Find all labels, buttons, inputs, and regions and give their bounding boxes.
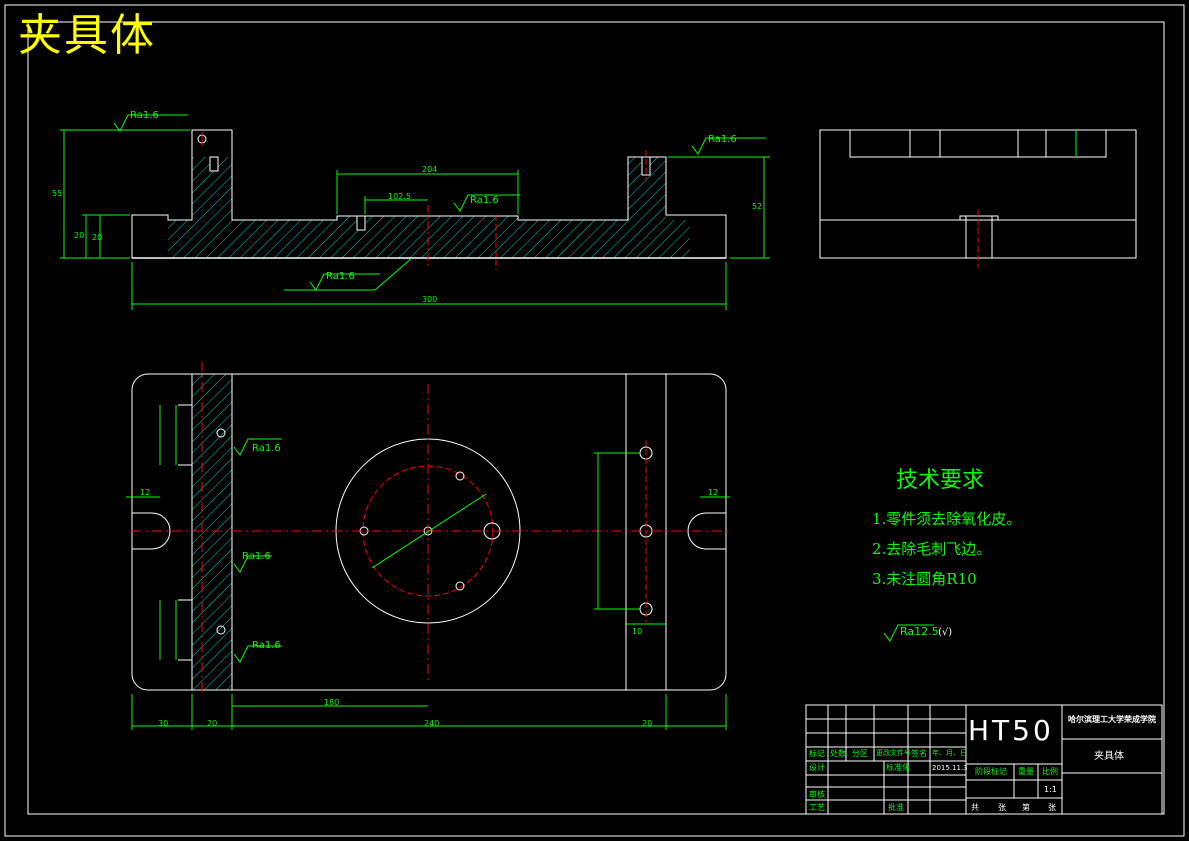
tb-scale-value: 1:1 [1044,785,1057,794]
requirement-item: 2.去除毛刺飞边。 [872,540,992,558]
dimension-label: 102.5 [388,192,411,201]
tb-label-scale: 比例 [1042,767,1058,776]
material-label: HT50 [968,714,1054,747]
roughness-label: Ra1.6 [242,551,271,562]
tb-label-total: 共 [971,803,979,812]
dimension-label: 240 [424,719,440,728]
dimension-label: 52 [752,202,763,211]
tb-label-sign: 签名 [911,749,927,758]
general-roughness-suffix: (√) [938,627,953,638]
requirement-item: 1.零件须去除氧化皮。 [872,510,1022,528]
school-name: 哈尔滨理工大学荣成学院 [1068,715,1156,724]
tb-label-process: 工艺 [809,803,825,812]
tb-label-sheets: 张 [998,803,1006,812]
dimension-label: 300 [422,295,438,304]
roughness-label: Ra1.6 [252,443,281,454]
tb-label-standardize: 标准化 [886,763,910,772]
requirement-item: 3.未注圆角R10 [872,570,977,588]
roughness-label: Ra1.6 [326,271,355,282]
part-name: 夹具体 [1094,751,1124,762]
tb-label-change-doc: 更改文件号 [876,749,911,757]
front-section-view [131,129,727,270]
tb-label-zone: 分区 [852,749,868,758]
front-outline [131,129,727,259]
tb-label-approve: 批准 [888,803,904,812]
roughness-label: Ra1.6 [470,195,499,206]
tb-label-sheet: 张 [1048,803,1056,812]
front-roughness-symbols [113,114,766,291]
dimension-label: 30 [158,719,169,728]
dimension-label: 204 [422,165,438,174]
tb-label-review: 审核 [809,790,825,799]
title-block-lines [805,704,1163,815]
plan-dimensions [126,405,934,730]
technical-requirements-heading: 技术要求 [896,468,985,493]
dimension-label: 20 [207,719,218,728]
dimension-label: 20 [92,233,103,242]
roughness-label: Ra1.6 [708,134,737,145]
dimension-label: 20 [642,719,653,728]
dimension-label: 12 [708,488,719,497]
dimension-label: 10 [632,627,643,636]
outer-border [4,4,1185,837]
tb-label-mark: 标记 [809,749,825,758]
front-dimensions [60,129,770,310]
roughness-label: Ra1.6 [252,640,281,651]
tb-label-date: 年、月、日 [932,749,967,757]
tb-label-weight: 重量 [1018,767,1034,776]
dimension-label: 12 [140,488,151,497]
inner-border [27,21,1165,815]
tb-label-design: 设计 [809,763,825,772]
dimension-label: 20 [74,231,85,240]
dimension-label: 55 [52,189,63,198]
general-roughness: Ra12.5 [900,625,939,638]
roughness-label: Ra1.6 [130,110,159,121]
tb-label-stage-mark: 阶段标记 [975,767,1007,776]
plan-view [131,362,730,694]
tb-date-value: 2015.11.3 [932,764,968,772]
tb-label-count: 处数 [830,749,846,758]
front-hatched-section [168,157,690,258]
tb-label-page: 第 [1022,803,1030,812]
side-view [819,129,1137,268]
drawing-title: 夹具体 [18,10,156,61]
technical-requirements: 技术要求 1.零件须去除氧化皮。 2.去除毛刺飞边。 3.未注圆角R10 [870,462,1021,598]
dimension-label: 180 [324,698,340,707]
